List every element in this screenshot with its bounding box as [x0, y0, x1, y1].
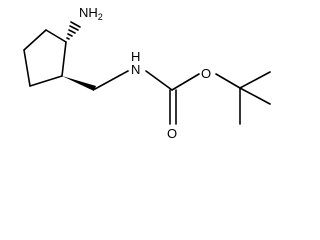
- ring-bond-5: [23, 49, 31, 87]
- carbamate-n-label: N: [131, 62, 140, 77]
- ch2-n-bond: [94, 70, 129, 90]
- carbonyl-ester-o-bond: [171, 73, 200, 91]
- n-carbonyl-bond: [145, 70, 173, 91]
- molecule-structure: NH2 N H O O: [23, 5, 271, 141]
- amine-label: NH2: [79, 5, 103, 22]
- ring-bond-3: [61, 41, 67, 77]
- ring-bond-2: [45, 29, 67, 43]
- hashed-wedge-bond-amine: [66, 21, 81, 40]
- ring-bond-1: [23, 29, 47, 51]
- ester-oxygen-label: O: [201, 66, 211, 81]
- structure-canvas: NH2 N H O O: [23, 5, 271, 141]
- tbu-methyl-bond-3: [239, 87, 271, 105]
- tbu-methyl-bond-2: [239, 71, 271, 89]
- carbamate-h-label: H: [131, 49, 140, 64]
- ester-o-tbu-bond: [215, 73, 241, 89]
- carbonyl-oxygen-label: O: [167, 126, 177, 141]
- ring-bond-4: [29, 75, 63, 87]
- solid-wedge-bond-ch2: [62, 76, 96, 91]
